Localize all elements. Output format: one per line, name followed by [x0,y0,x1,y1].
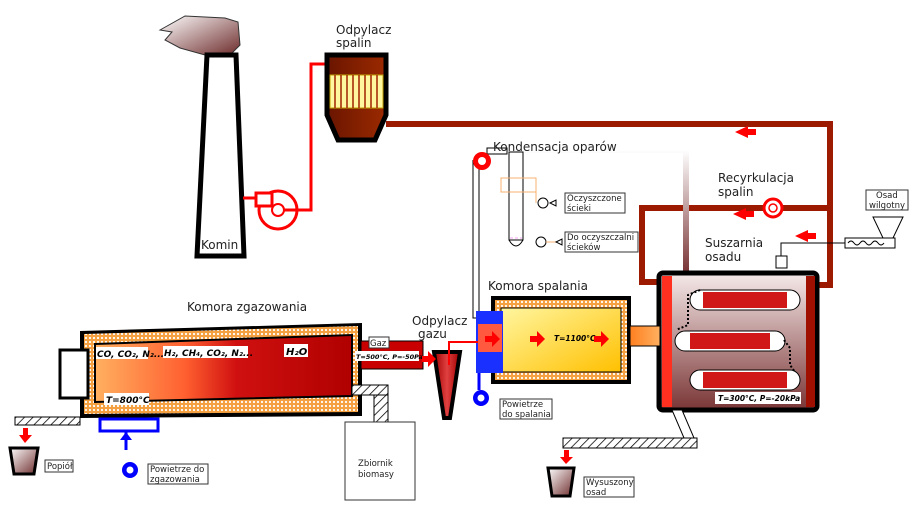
gasifier-label: Komora zgazowania [187,300,307,314]
flow-arrow-icon [485,331,609,347]
gasifier-zone2: H₂, CH₄, CO₂, N₂... [164,349,253,359]
dried-sludge-conveyor [562,437,698,449]
flow-arrow-icon [422,351,436,367]
sludge-dryer [656,270,820,413]
gas-cyclone [431,350,463,420]
combustion-temp: T=1100°C [554,334,596,343]
gas-params: T=500°C, P=-50Pa [356,353,423,361]
screw-conveyor [844,237,896,249]
ash-bin-icon [8,446,40,476]
ash-label: Popiół [47,461,73,472]
flue-duct [386,121,833,288]
flow-arrow-icon [795,230,808,242]
combustion-label: Komora spalania [488,279,588,293]
condensation-label: Kondensacja oparów [493,140,617,154]
dried-sludge-bin-icon [546,466,576,498]
condensation-column [472,147,689,319]
gas-label: Gaz [370,339,387,349]
flow-arrow-icon [733,208,746,220]
smoke-icon [158,15,241,56]
dryer-outlet [671,409,695,439]
vapor-fan-icon [473,152,491,170]
sludge-hopper [872,216,904,239]
treated-water-box [564,192,626,214]
biomass-tank [344,421,416,501]
chimney [158,15,247,259]
gasifier-zone3: H₂O [286,347,308,358]
down-arrow-icon [560,450,573,464]
down-arrow-icon [19,428,32,443]
gasifier-temp: T=800°C [106,396,150,406]
flue-gas-filter [324,52,389,143]
dryer-params: T=300°C, P=-20kPa [718,394,800,403]
gasification-chamber [14,323,424,433]
chimney-label: Komin [201,238,238,252]
flow-arrow-icon [735,126,748,138]
exhaust-fan-icon [243,62,326,231]
recirculation-fan-icon [762,197,784,219]
gasifier-zone1: CO, CO₂, N₂... [97,350,164,360]
